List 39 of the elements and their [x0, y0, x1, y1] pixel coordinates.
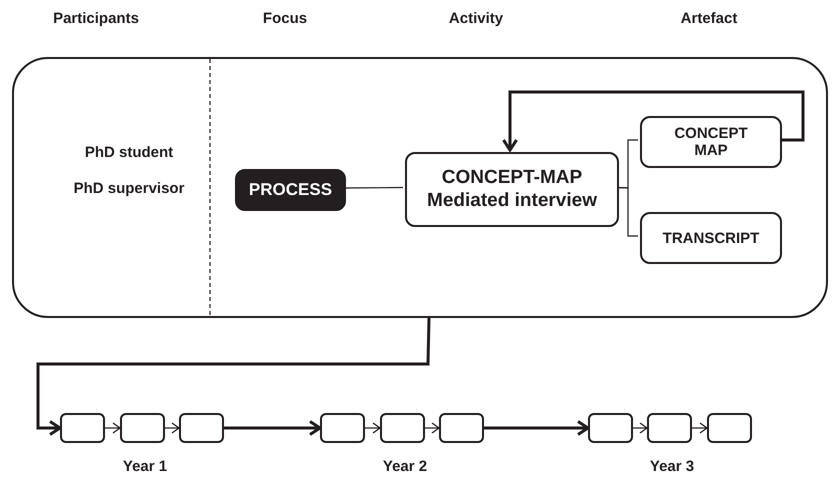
year-label: Year 2	[382, 458, 428, 475]
process-box	[640, 212, 782, 264]
panel	[12, 57, 828, 318]
arrow	[484, 420, 590, 436]
connector-line	[616, 186, 638, 237]
box-label: CONCEPT-MAP Mediated interview	[426, 166, 598, 212]
box-label: CONCEPT MAP	[673, 125, 749, 159]
empty-box	[647, 413, 692, 443]
empty-box	[320, 413, 365, 443]
arrow	[105, 422, 121, 434]
focus-box	[235, 169, 346, 211]
year-label: Year 1	[122, 458, 168, 475]
process-box	[405, 152, 619, 227]
arrow	[224, 420, 322, 436]
empty-box	[588, 413, 633, 443]
year-label: Year 3	[650, 458, 694, 475]
column-header: Activity	[448, 10, 504, 27]
arrow	[365, 422, 381, 434]
empty-box	[380, 413, 425, 443]
arrow	[36, 318, 430, 436]
arrow	[633, 422, 648, 434]
column-header: Focus	[262, 10, 308, 27]
empty-box	[60, 413, 105, 443]
box-label: PROCESS	[248, 180, 332, 200]
empty-box	[179, 413, 224, 443]
column-header: Participants	[53, 10, 139, 27]
arrow	[165, 422, 180, 434]
connector-line	[344, 186, 403, 189]
empty-box	[120, 413, 165, 443]
box-label: TRANSCRIPT	[662, 230, 760, 246]
arrow	[425, 422, 440, 434]
column-header: Artefact	[680, 10, 738, 27]
empty-box	[439, 413, 484, 443]
empty-box	[707, 413, 752, 443]
arrow	[502, 90, 804, 152]
arrow	[692, 422, 708, 434]
participant-label: PhD supervisor	[72, 180, 186, 197]
process-box	[640, 116, 782, 168]
participant-label: PhD student	[84, 144, 174, 161]
